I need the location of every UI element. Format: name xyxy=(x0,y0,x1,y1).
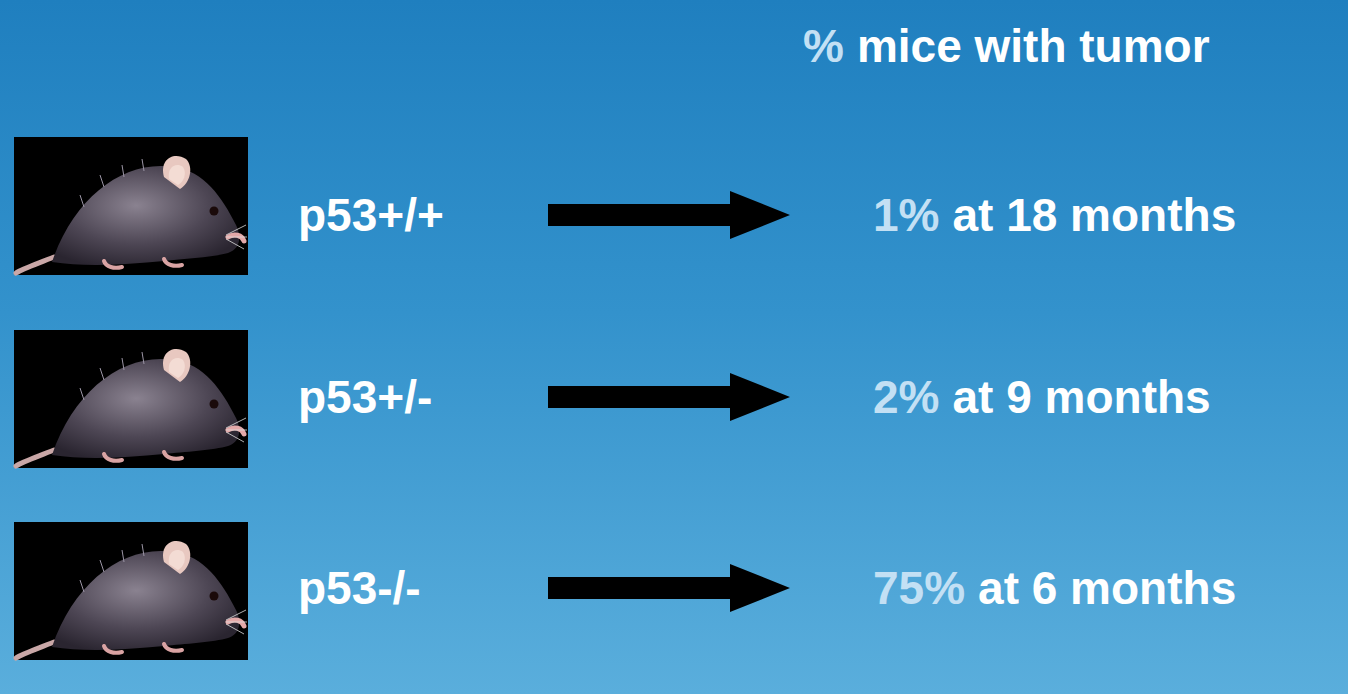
genotype-label: p53+/- xyxy=(298,374,432,420)
header-symbol: % xyxy=(803,23,844,69)
percent-value: 1% xyxy=(873,192,939,238)
time-text: at 9 months xyxy=(952,374,1210,420)
genotype-label: p53-/- xyxy=(298,565,421,611)
header-text: mice with tumor xyxy=(857,23,1210,69)
time-text: at 6 months xyxy=(978,565,1236,611)
percent-value: 2% xyxy=(873,374,939,420)
genotype-label: p53+/+ xyxy=(298,192,444,238)
time-text: at 18 months xyxy=(952,192,1236,238)
percent-value: 75% xyxy=(873,565,965,611)
